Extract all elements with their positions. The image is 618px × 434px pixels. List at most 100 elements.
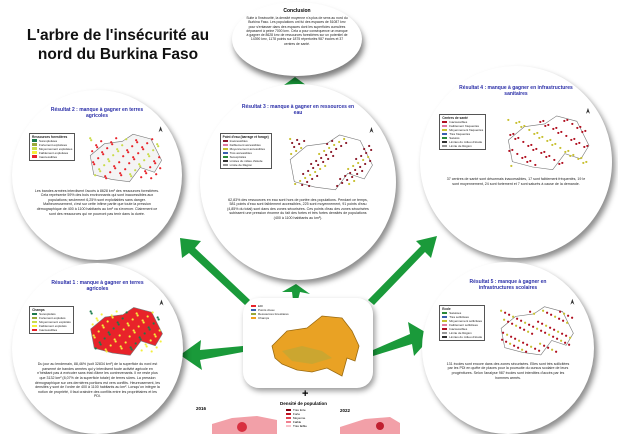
central-map — [271, 315, 360, 377]
legend-swatch — [442, 132, 448, 136]
legend-swatch — [251, 312, 256, 316]
legend-item: Champs — [251, 316, 289, 320]
legend-item: Faiblement exploitées — [32, 151, 72, 155]
legend-item: Très fréquentés — [442, 132, 483, 136]
result-map — [89, 126, 163, 183]
result-title: Résultat 2 : manque à gagner en terres a… — [50, 107, 144, 119]
legend-item: Moyennement sollicitées — [442, 319, 482, 323]
legend-item: Fortement exploités — [32, 316, 71, 320]
legend-item: Moyennement fréquentés — [442, 128, 483, 132]
north-arrow-icon — [369, 126, 374, 133]
legend-swatch — [442, 331, 448, 335]
north-arrow-icon — [158, 126, 163, 133]
density-legend-item: Moyenne — [286, 416, 307, 420]
legend-swatch — [442, 323, 448, 327]
legend-item: Moyennement exploités — [32, 320, 71, 324]
legend-item: Ressources forestières — [251, 312, 289, 316]
legend-item: Inaccessibles — [32, 155, 72, 159]
legend-swatch — [32, 320, 38, 324]
result-legend: Point d'eau (barrage et forage) Inaccess… — [219, 133, 272, 169]
legend-item: Inaccessibles — [222, 139, 269, 143]
legend-swatch — [32, 151, 37, 154]
conclusion-text: Suite à l'insécurité, la densité moyenne… — [246, 16, 348, 46]
legend-swatch — [222, 159, 228, 163]
legend-item: Surexploités — [32, 312, 71, 316]
legend-item: Très sollicitées — [442, 315, 482, 319]
result-text: Les bandes armées interdisent l'accès à … — [34, 188, 160, 216]
result-title: Résultat 3 : manque à gagner en ressourc… — [241, 103, 355, 116]
legend-item: Limite de Région — [442, 144, 483, 148]
legend-item: Faiblement sollicitées — [442, 323, 482, 327]
legend-item: EDI — [251, 304, 289, 308]
legend-swatch — [251, 316, 256, 320]
density-legend-item: Faible — [286, 420, 307, 424]
legend-title: Ecole — [442, 307, 451, 311]
result-map — [500, 298, 575, 356]
result-circle-r3: Résultat 3 : manque à gagner en ressourc… — [200, 84, 396, 280]
legend-item: Moyennement exploitées — [32, 147, 72, 151]
density-map-2022 — [340, 417, 400, 434]
legend-swatch — [222, 163, 228, 167]
result-title: Résultat 5 : manque à gagner en infrastr… — [469, 279, 547, 292]
legend-swatch — [32, 147, 37, 150]
arrow-to-result3 — [282, 284, 310, 300]
conclusion-heading: Conclusion — [283, 8, 311, 14]
legend-swatch — [222, 147, 228, 151]
result-text: 131 écoles sont encore dans des zones sé… — [446, 361, 570, 380]
legend-item: Surexploitées — [32, 139, 72, 143]
legend-swatch — [442, 311, 448, 315]
legend-swatch — [32, 328, 38, 332]
north-arrow-icon — [585, 107, 590, 114]
legend-swatch — [286, 408, 291, 412]
arrow-to-result5 — [373, 322, 432, 356]
conclusion-bubble: Conclusion Suite à l'insécurité, la dens… — [232, 2, 362, 76]
density-legend-item: Très faible — [286, 424, 307, 428]
result-map — [507, 107, 590, 171]
legend-swatch — [442, 124, 448, 128]
legend-swatch — [442, 128, 448, 132]
legend-swatch — [442, 140, 448, 144]
density-legend-item: Forte — [286, 412, 307, 416]
north-arrow-icon — [570, 298, 575, 305]
legend-swatch — [222, 155, 228, 159]
density-title: Densité de population — [280, 401, 328, 406]
result-text: Du jour au lendemain, 88,46% (soit 32834… — [34, 362, 161, 399]
result-circle-r2: Résultat 2 : manque à gagner en terres a… — [12, 90, 182, 260]
legend-swatch — [251, 308, 256, 312]
legend-item: Surexploités — [222, 155, 269, 159]
legend-item: Faiblement fréquentés — [442, 124, 483, 128]
legend-swatch — [32, 155, 37, 158]
legend-item: Faiblement accessibles — [222, 143, 269, 147]
legend-swatch — [32, 316, 38, 320]
legend-swatch — [442, 136, 448, 140]
result-circle-r4: Résultat 4 : manque à gagner en infrastr… — [420, 66, 612, 258]
legend-item: Limites du milieu d'étude — [222, 159, 269, 163]
legend-swatch — [442, 315, 448, 319]
year-2022: 2022 — [340, 408, 351, 413]
legend-item: Inaccessibles — [32, 328, 71, 332]
result-text: 62,83% des ressources en eau sont hors d… — [227, 197, 369, 221]
plus-sign: + — [302, 388, 309, 400]
result-circle-r5: Résultat 5 : manque à gagner en infrastr… — [422, 262, 594, 434]
legend-title: Point d'eau (barrage et forage) — [222, 135, 269, 139]
density-legend-item: Très forte — [286, 408, 307, 412]
legend-item: Inaccessibles — [442, 120, 483, 124]
legend-swatch — [222, 143, 228, 147]
legend-item: Points d'eau — [251, 308, 289, 312]
page-title: L'arbre de l'insécurité au nord du Burki… — [26, 27, 210, 63]
legend-swatch — [442, 319, 448, 323]
legend-swatch — [442, 144, 448, 148]
legend-swatch — [222, 139, 228, 143]
legend-item: Saturés — [442, 136, 483, 140]
legend-title: Centres de santé — [442, 116, 468, 120]
legend-item: Fortement exploitées — [32, 143, 72, 147]
north-arrow-icon — [159, 299, 164, 306]
arrow-to-result1 — [180, 340, 243, 370]
